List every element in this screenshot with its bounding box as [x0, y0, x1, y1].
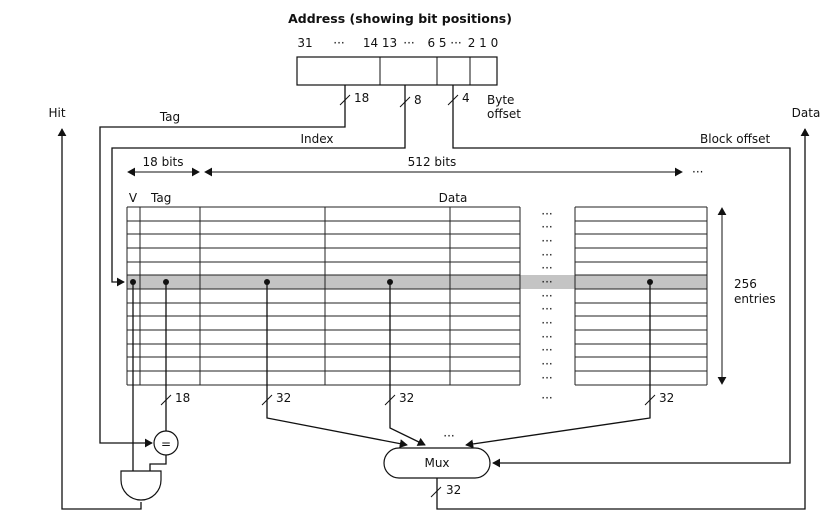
comparator	[153, 430, 179, 456]
block-offset-label: Block offset	[700, 132, 771, 146]
hit-output-wire	[57, 128, 142, 510]
word-last-width-value: 32	[659, 391, 674, 405]
row-ellipsis: ···	[541, 248, 552, 262]
address-field-dividers	[379, 57, 471, 85]
bus-slash-word1	[261, 394, 273, 406]
valid-tap-dot	[130, 279, 136, 285]
bus-slash-tag-row	[160, 394, 172, 406]
data-signal-label: Data	[792, 106, 821, 120]
bus-slash-tag	[339, 94, 351, 106]
tag-row-width-value: 18	[175, 391, 190, 405]
comparator-label: =	[161, 437, 171, 451]
address-box	[296, 56, 498, 86]
word-last-wire	[465, 282, 651, 449]
word1-tap-dot	[264, 279, 270, 285]
bit-label-14-13: 14 13	[363, 36, 397, 50]
tag-address-wire	[99, 85, 346, 448]
data-width-ellipsis: ···	[692, 165, 703, 179]
array-grid-horizontals-right	[575, 206, 707, 386]
row-ellipsis: ···	[541, 220, 552, 234]
index-label: Index	[300, 132, 333, 146]
bus-slash-mux-out	[430, 486, 442, 498]
below-array-ellipsis: ···	[541, 391, 552, 405]
word1-width-value: 32	[276, 391, 291, 405]
index-wire	[111, 85, 406, 287]
selected-row-highlight	[127, 275, 707, 289]
word1-wire	[266, 282, 408, 449]
word2-width-value: 32	[399, 391, 414, 405]
block-offset-wire	[452, 85, 791, 468]
tag-tap-dot	[163, 279, 169, 285]
row-ellipsis: ···	[541, 289, 552, 303]
array-grid-verticals	[126, 207, 708, 385]
bus-slash-block	[447, 94, 459, 106]
word2-wire	[389, 282, 426, 446]
row-ellipsis: ···	[541, 357, 552, 371]
word-last-tap-dot	[647, 279, 653, 285]
row-ellipsis: ···	[541, 371, 552, 385]
row-ellipsis: ···	[541, 261, 552, 275]
mux	[383, 447, 491, 479]
byte-offset-label-line2: offset	[487, 107, 521, 121]
row-ellipsis: ···	[541, 330, 552, 344]
row-ellipsis: ···	[541, 316, 552, 330]
bit-ellipsis: ···	[403, 36, 414, 50]
row-ellipsis: ···	[541, 275, 552, 289]
hit-label: Hit	[48, 106, 65, 120]
valid-column-header: V	[129, 191, 138, 205]
row-ellipsis: ···	[541, 343, 552, 357]
tag-width-value: 18	[354, 91, 369, 105]
address-title: Address (showing bit positions)	[288, 11, 512, 26]
array-grid-horizontals-left	[127, 206, 520, 386]
bit-ellipsis: ···	[333, 36, 344, 50]
data-output-wire	[436, 128, 810, 510]
row-ellipsis: ···	[541, 207, 552, 221]
bus-slash-index	[399, 96, 411, 108]
block-width-value: 4	[462, 91, 470, 105]
data-bits-label: 512 bits	[408, 155, 457, 169]
tag-column-header: Tag	[150, 191, 171, 205]
row-ellipsis: ···	[541, 302, 552, 316]
bus-slash-word-last	[644, 394, 656, 406]
data-column-header: Data	[439, 191, 468, 205]
bit-label-31: 31	[297, 36, 312, 50]
tag-signal-label: Tag	[159, 110, 180, 124]
bit-label-2-1-0: 2 1 0	[468, 36, 499, 50]
mux-input-ellipsis: ···	[443, 429, 454, 443]
and-gate-icon	[120, 470, 162, 501]
tag-bits-label: 18 bits	[143, 155, 184, 169]
bit-ellipsis: ···	[450, 36, 461, 50]
entries-count: 256	[734, 277, 757, 291]
row-ellipsis: ···	[541, 234, 552, 248]
bit-label-6-5: 6 5	[427, 36, 446, 50]
comparator-to-and-wire	[149, 455, 167, 471]
byte-offset-label-line1: Byte	[487, 93, 514, 107]
mux-label: Mux	[424, 456, 449, 470]
mux-out-width-value: 32	[446, 483, 461, 497]
index-width-value: 8	[414, 93, 422, 107]
bus-slash-word2	[384, 394, 396, 406]
entries-word: entries	[734, 292, 776, 306]
word2-tap-dot	[387, 279, 393, 285]
